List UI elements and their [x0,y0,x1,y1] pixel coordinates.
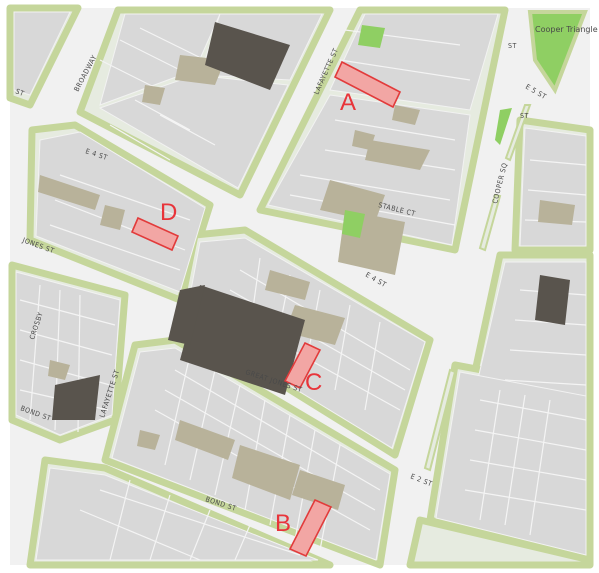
marker-c-letter[interactable]: C [305,369,322,396]
dark-building [205,22,290,90]
site-b-rect[interactable] [288,498,333,558]
green-patch [342,210,365,238]
block-east-south [406,516,594,569]
label-st-top: ST [508,42,517,50]
tan-building [320,180,385,222]
site-d-rect[interactable] [130,216,180,252]
marker-b-letter[interactable]: B [275,510,291,537]
dark-building [52,375,100,420]
tan-building [265,270,310,300]
marker-d-letter[interactable]: D [160,199,177,226]
median-strip [478,193,502,252]
median-strips [423,104,532,472]
lot [267,94,471,246]
lot [519,127,587,247]
site-a-rect[interactable] [333,60,402,109]
tan-building [292,470,345,510]
lot [435,371,587,556]
dark-building [180,285,305,395]
tan-building [232,445,300,500]
label-st-small: ST [520,112,529,120]
tan-building [142,85,165,105]
tan-building [38,175,100,210]
site-markers [130,60,402,558]
green-patch [495,108,512,145]
dark-building [168,285,205,345]
median-strip [423,368,457,472]
tan-building [538,200,575,225]
label-st-left: ST [14,87,25,98]
tan-building [175,420,235,460]
tan-building [48,360,70,380]
site-c-rect[interactable] [283,341,322,390]
green-patches [342,25,512,238]
label-cooper-triangle: Cooper Triangle [535,25,598,34]
dark-building [535,275,570,325]
marker-a-letter[interactable]: A [340,89,356,116]
lot [35,467,319,561]
green-patch [358,25,385,48]
tan-building [352,130,375,150]
tan-building [100,205,125,230]
median-strip [504,104,532,162]
dark-buildings [52,22,570,420]
lot [98,74,289,189]
tan-building [392,105,420,125]
tan-building [365,140,430,170]
marker-letters: A B C D [160,89,356,537]
lot [13,11,71,96]
cooper-triangle-park [527,10,588,95]
tan-building [137,430,160,450]
